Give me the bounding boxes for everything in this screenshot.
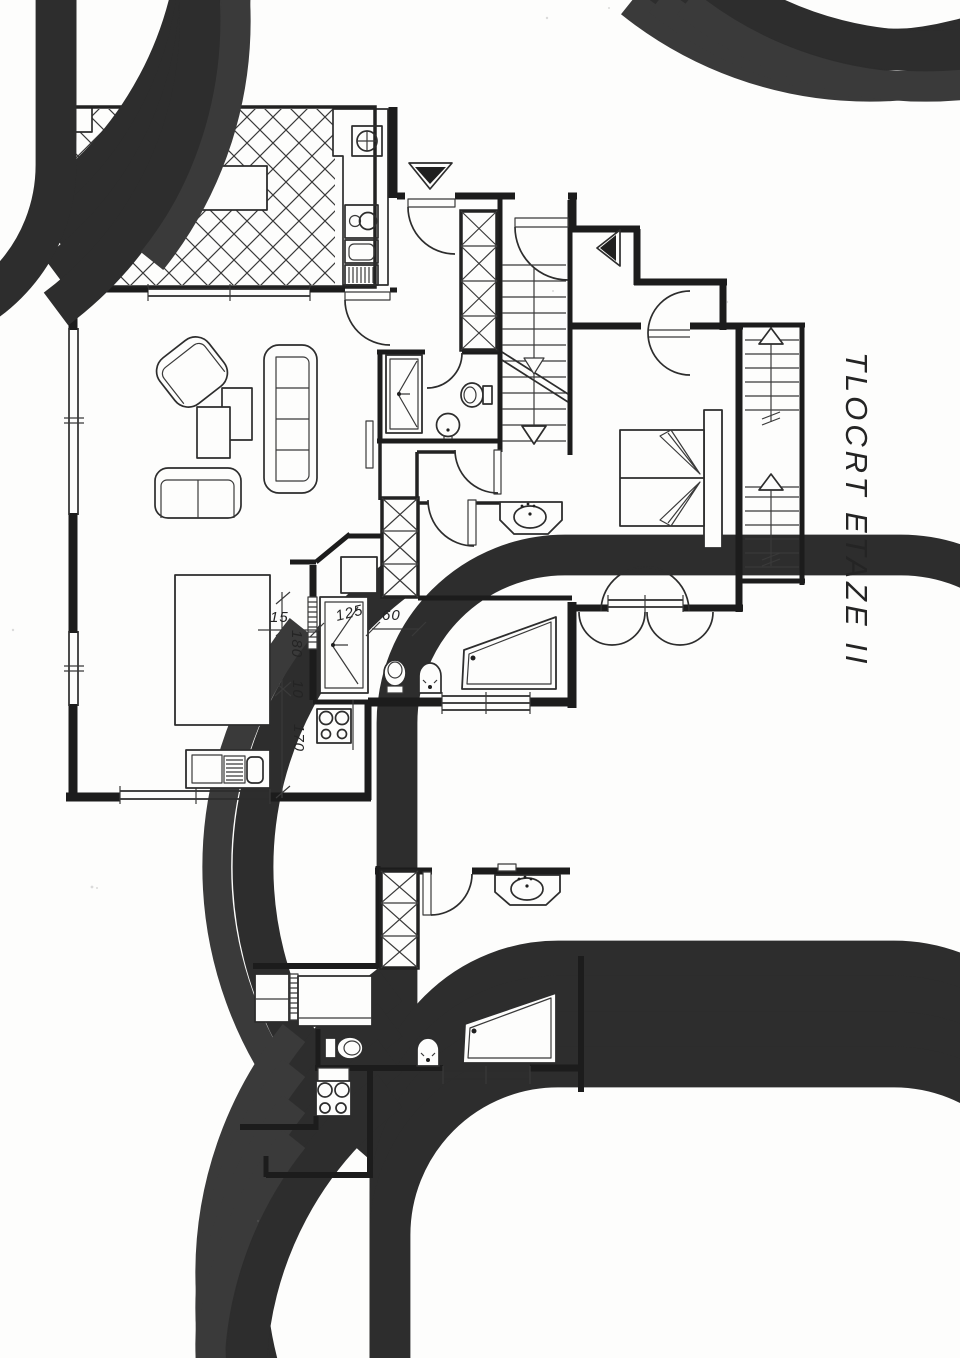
scan-noise [11, 7, 729, 1223]
bidet-icon [418, 662, 442, 694]
dining-table-icon [174, 574, 271, 726]
living-room [154, 336, 318, 519]
dimension-lines: 15 180 10 170 125 60 [258, 591, 427, 799]
bidet-icon [416, 1037, 440, 1067]
entrance-arrow-down-icon [408, 162, 453, 190]
interior-staircase [501, 264, 569, 445]
radiator-icon [365, 420, 374, 469]
exterior-stair-walls [739, 322, 805, 585]
corridor-door [427, 499, 477, 547]
shower-icon [385, 354, 423, 434]
washbasin-icon [435, 412, 461, 439]
shower-large-icon [319, 596, 369, 694]
sofa-large-icon [263, 344, 318, 494]
page-title: TLOCRT ETAZE II [839, 352, 874, 668]
bathtub-icon [461, 616, 557, 690]
balcony-door-sill [147, 284, 311, 301]
dimension-label: 10 [289, 680, 306, 699]
bathtub-icon [462, 992, 557, 1064]
bathroom [319, 596, 557, 694]
toilet-icon [324, 1036, 364, 1060]
grill-vent-icon [344, 264, 379, 286]
shaft-column-detail [379, 869, 420, 970]
window-bottom [120, 790, 270, 800]
exterior-staircase [745, 327, 799, 568]
entrance-arrow-left-icon [596, 229, 621, 267]
shaft-column-1 [459, 209, 499, 352]
wc-room [365, 354, 493, 469]
wc-door [426, 352, 463, 389]
bedroom [619, 409, 723, 549]
double-swing-door [647, 290, 691, 376]
pillow-icon [659, 429, 701, 475]
coffee-table-icon [196, 406, 231, 459]
dimension-label: 125 [334, 602, 365, 625]
stair-arrow-icon [523, 357, 545, 375]
detail-door [422, 871, 473, 916]
hall-washbasin-icon [499, 501, 563, 535]
kitchen [185, 596, 354, 789]
window-left [68, 328, 79, 706]
stair-down-arrow-icon [521, 425, 547, 445]
hall-door [454, 449, 502, 495]
living-room-door [344, 291, 391, 346]
detail-cabinets [254, 973, 373, 1027]
toilet-icon [460, 382, 493, 408]
dimension-label: 170 [290, 724, 307, 752]
sofa-small-icon [154, 467, 242, 519]
vanity-sink-icon [494, 863, 561, 906]
wc-walls [377, 349, 500, 444]
stove-icon [316, 708, 352, 744]
stair-up-arrow-icon [758, 473, 784, 491]
floor-plan-detail-fragment [240, 863, 584, 1178]
french-doors [578, 566, 714, 646]
upper-right-exterior-wall [569, 196, 727, 330]
appliance-icon [344, 239, 379, 264]
dimension-label: 180 [288, 630, 305, 658]
dimension-label: 15 [270, 609, 289, 626]
cooktop-icon [351, 125, 383, 157]
armchair-icon [155, 336, 229, 408]
pillow-icon [659, 481, 701, 527]
toilet-icon [383, 659, 407, 694]
double-sink-icon [344, 204, 379, 239]
stairhall-door [514, 217, 569, 281]
cabinet-icon [191, 754, 223, 784]
stair-up-arrow-icon [758, 327, 784, 345]
chimney-block [340, 556, 378, 594]
stove-icon [315, 1067, 352, 1117]
towel-radiator-icon [307, 596, 318, 650]
dimension-label: 60 [382, 607, 401, 624]
shaft-column-2 [380, 496, 420, 599]
kitchen-counter-top [332, 108, 389, 286]
bed-icon [619, 409, 723, 549]
kitchen-sink-icon [223, 755, 264, 784]
entry-door [407, 198, 456, 255]
